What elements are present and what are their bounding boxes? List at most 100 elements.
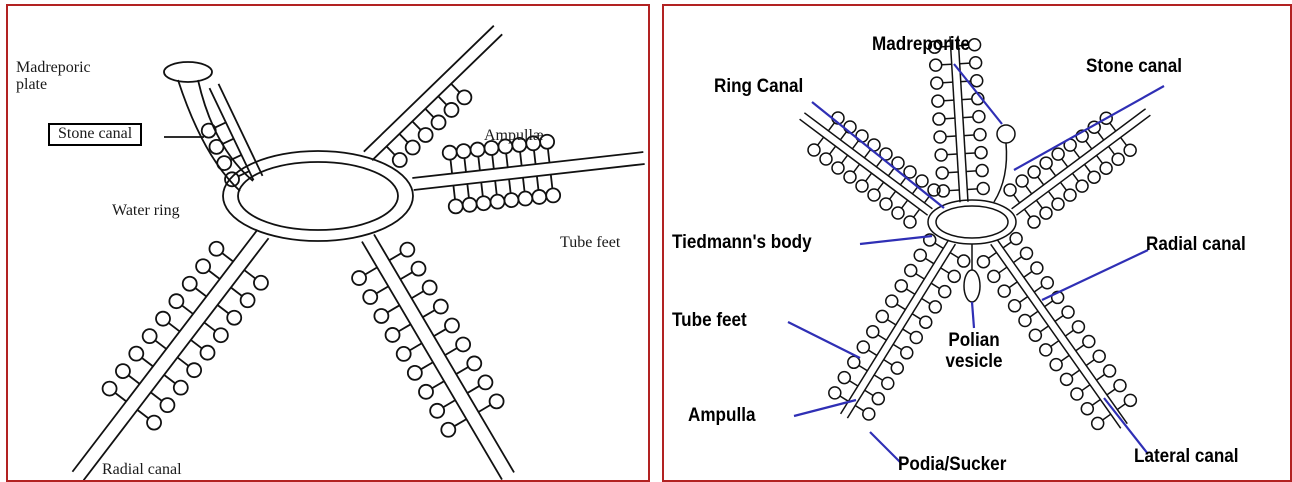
right-arm-ne-tube-foot: [1109, 146, 1115, 154]
right-arm-ne-tube-foot: [1121, 137, 1127, 145]
left-arm-sw-ampulla: [129, 347, 143, 361]
right-arm-n-tube-foot: [960, 63, 970, 64]
left-arm-se-ampulla: [490, 394, 504, 408]
left-arm-e-ampulla: [457, 144, 471, 158]
right-arm-ne-tube-foot: [1086, 141, 1092, 149]
left-arm-e-tube-foot: [464, 158, 466, 172]
right-arm-nw-tube-foot: [864, 150, 870, 158]
left-arm-ne-ampulla: [457, 90, 471, 104]
right-arm-sw-tube-foot: [878, 335, 886, 340]
left-arm-sw-ampulla: [174, 381, 188, 395]
tube-feet-leader: [788, 322, 860, 358]
right-arm-nw-tube-foot: [842, 155, 848, 163]
left-arm-se-tube-foot: [456, 367, 468, 374]
right-arm-sw-ampulla: [829, 387, 841, 399]
left-arm-se-tube-foot: [467, 386, 479, 393]
left-arm-sw-ampulla: [183, 277, 197, 291]
right-arm-nw-tube-foot: [830, 146, 836, 154]
right-arm-nw-tube-foot: [818, 137, 824, 145]
left-arm-sw-ampulla: [201, 346, 215, 360]
left-arm-se-tube-foot: [412, 291, 424, 298]
left-arm-e-ampulla: [471, 143, 485, 157]
right-arm-sw-tube-foot: [893, 344, 901, 349]
right-arm-se-ampulla: [1019, 315, 1031, 327]
right-arm-ne-ampulla: [1100, 162, 1112, 174]
right-arm-sw-tube-foot: [903, 329, 911, 334]
left-arm-e-tube-foot: [551, 175, 553, 189]
right-arm-sw-edge-b: [847, 244, 955, 418]
right-arm-sw-ampulla: [876, 310, 888, 322]
right-arm-n-edge-a: [950, 36, 960, 202]
right-arm-se-tube-foot: [1045, 301, 1053, 307]
left-arm-sw-tube-foot: [128, 375, 139, 384]
right-arm-sw-tube-foot: [922, 298, 930, 303]
left-arm-ne-tube-foot: [451, 84, 459, 93]
right-arm-se-ampulla: [1040, 344, 1052, 356]
right-arm-n-tube-foot: [966, 171, 976, 172]
ring-canal-label: Ring Canal: [714, 76, 803, 97]
right-arm-sw-ampulla: [867, 326, 879, 338]
left-arm-se-tube-foot: [478, 405, 490, 412]
right-arm-se-ampulla: [1031, 262, 1043, 274]
water-vascular-system-sketch: [8, 6, 650, 482]
left-arm-sw-tube-foot: [142, 358, 153, 367]
right-arm-ne-tube-foot: [1110, 123, 1116, 131]
right-arm-sw-edge-a: [841, 240, 949, 414]
left-arm-e-tube-foot: [478, 157, 480, 171]
right-arm-n-ampulla: [932, 95, 944, 107]
left-arm-se-ampulla: [408, 366, 422, 380]
right-arm-n-tube-foot: [942, 64, 952, 65]
polian-vesicle-label: Polian vesicle: [945, 330, 1002, 373]
left-arm-e-ampulla: [449, 199, 463, 213]
left-arm-e-tube-foot: [548, 149, 550, 163]
right-arm-n-ampulla: [971, 75, 983, 87]
right-arm-sw-ampulla: [882, 377, 894, 389]
right-arm-se-ampulla: [1104, 365, 1116, 377]
podia-sucker-label: Podia/Sucker: [898, 454, 1006, 475]
left-arm-se-ampulla: [374, 309, 388, 323]
left-arm-e-edge-b: [412, 152, 643, 178]
left-arm-se-ampulla: [397, 347, 411, 361]
left-arm-ne-tube-foot: [425, 109, 433, 118]
right-arm-sw-tube-foot: [865, 390, 873, 395]
right-arm-ne-ampulla: [1028, 166, 1040, 178]
left-arm-e-tube-foot: [451, 160, 453, 174]
right-arm-nw-ampulla: [880, 198, 892, 210]
lateral-canal-label: Lateral canal: [1134, 446, 1239, 467]
right-arm-sw-tube-foot: [874, 375, 882, 380]
left-arm-se-tube-foot: [387, 305, 399, 312]
right-diagram-panel: Madreporite Ring Canal Stone canal Tiedm…: [662, 4, 1292, 482]
left-arm-se-ampulla: [467, 356, 481, 370]
right-arm-sw-ampulla: [891, 362, 903, 374]
right-arm-sw-tube-foot: [884, 360, 892, 365]
left-arm-sw-ampulla: [156, 312, 170, 326]
right-arm-se-tube-foot: [1024, 271, 1032, 277]
left-arm-e-edge-a: [414, 164, 645, 190]
right-arm-sw-ampulla: [872, 393, 884, 405]
right-arm-se-tube-foot: [1071, 370, 1079, 376]
right-arm-sw-tube-foot: [912, 314, 920, 319]
right-arm-nw-ampulla: [820, 153, 832, 165]
left-arm-e-tube-foot: [534, 150, 536, 164]
right-arm-sw-tube-foot: [925, 258, 933, 263]
right-arm-n-tube-foot: [964, 135, 974, 136]
left-arm-se-ampulla: [400, 243, 414, 257]
polian-vesicle: [964, 270, 980, 302]
left-arm-sw-tube-foot: [151, 392, 162, 401]
right-arm-n-tube-foot: [949, 190, 959, 191]
left-arm-sw-tube-foot: [177, 357, 188, 366]
right-arm-se-ampulla: [1071, 388, 1083, 400]
right-arm-se-ampulla: [1124, 394, 1136, 406]
right-arm-nw-ampulla: [844, 171, 856, 183]
right-arm-se-tube-foot: [1013, 257, 1021, 263]
right-arm-sw-tube-foot: [916, 274, 924, 279]
left-arm-e-tube-foot: [506, 153, 508, 167]
left-arm-se-ampulla: [419, 385, 433, 399]
right-arm-se-ampulla: [1093, 350, 1105, 362]
left-arm-ne-edge-a: [372, 34, 502, 160]
left-arm-sw-ampulla: [103, 382, 117, 396]
left-arm-se-tube-foot: [389, 253, 401, 260]
right-arm-se-tube-foot: [988, 252, 996, 258]
right-arm-ne-tube-foot: [1097, 155, 1103, 163]
right-arm-se-tube-foot: [1103, 414, 1111, 420]
